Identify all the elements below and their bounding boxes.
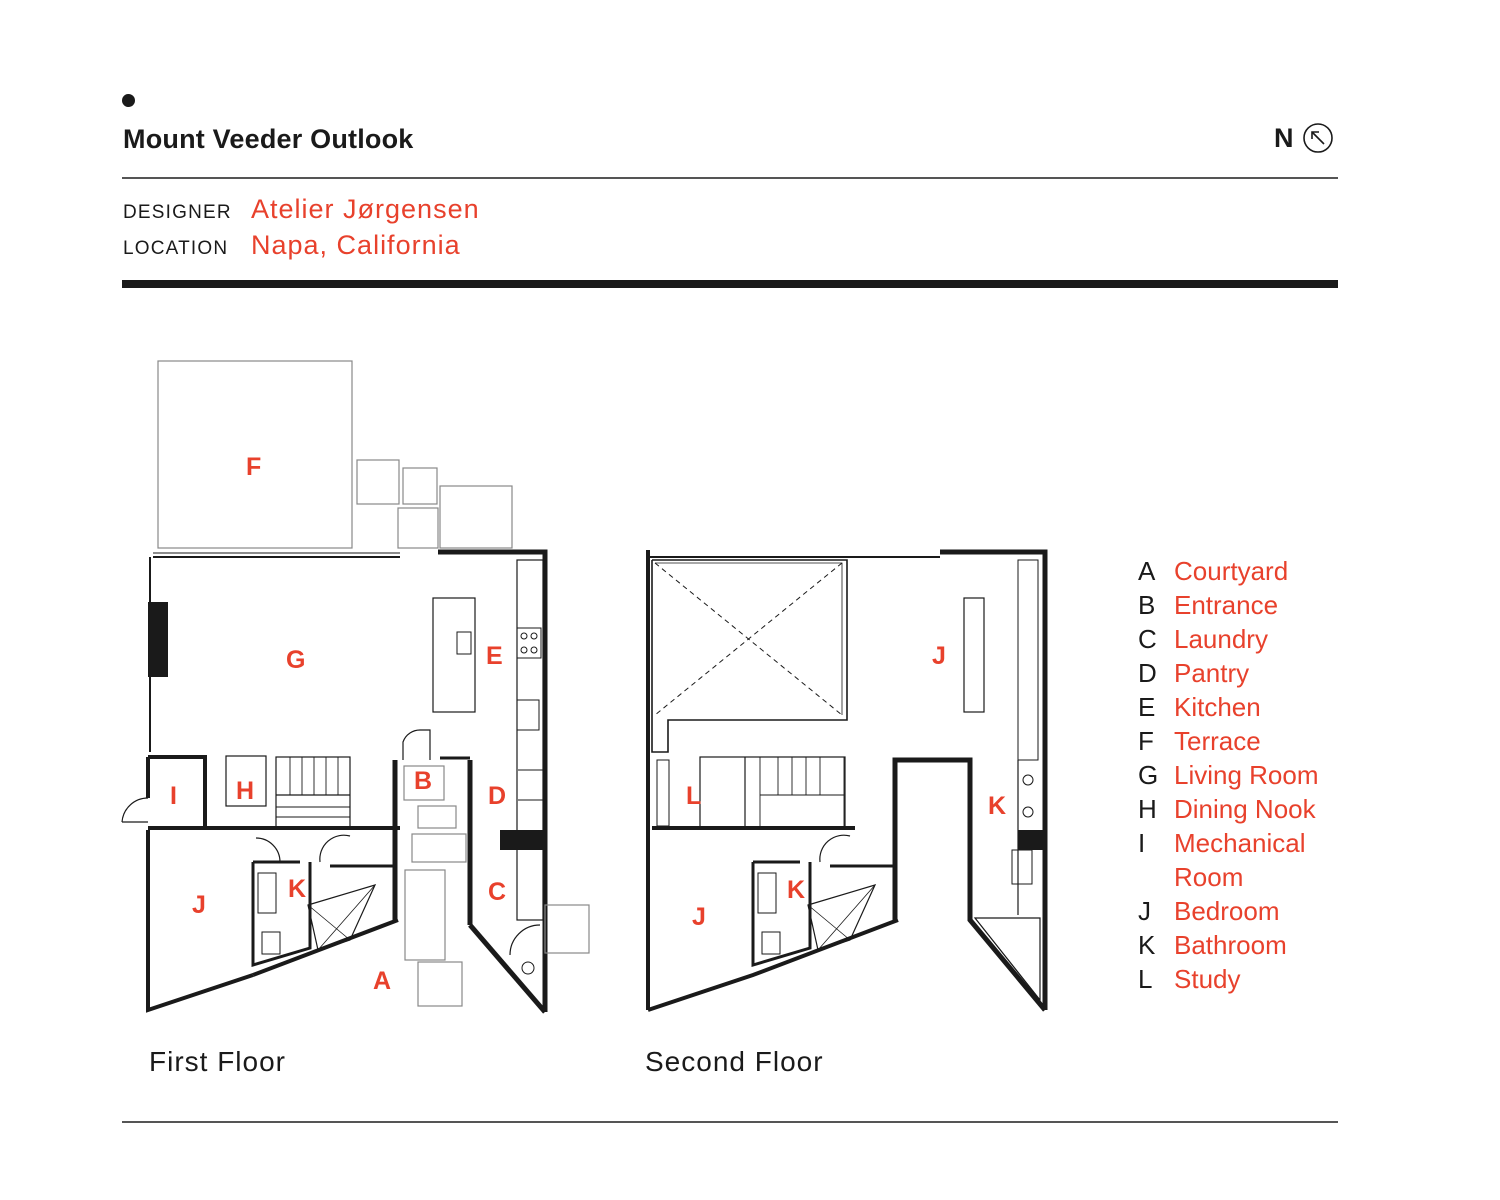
- location-row: LOCATION Napa, California: [123, 230, 461, 261]
- terrace-outline: [157, 360, 353, 549]
- legend-value: Laundry: [1174, 624, 1268, 654]
- legend-key: C: [1138, 624, 1157, 654]
- legend-value: Entrance: [1174, 590, 1279, 620]
- north-indicator: N: [1274, 122, 1334, 154]
- room-label-l: L: [686, 782, 701, 810]
- legend-key: F: [1138, 726, 1154, 756]
- legend-value: Kitchen: [1174, 692, 1261, 722]
- second-floor-plan: [646, 549, 1048, 1012]
- room-label-d: D: [488, 782, 506, 810]
- room-label-g: G: [286, 646, 305, 674]
- legend-item: D Pantry: [1138, 656, 1319, 690]
- first-floor-room-labels: F G E I H B D J K C A: [170, 453, 506, 995]
- designer-value: Atelier Jørgensen: [251, 194, 480, 224]
- room-label-k: K: [288, 875, 306, 903]
- room-label-i: I: [170, 782, 177, 810]
- header-divider: [122, 177, 1338, 179]
- legend-key: H: [1138, 794, 1157, 824]
- room-label-f: F: [246, 453, 261, 481]
- legend-key: A: [1138, 556, 1156, 586]
- legend-value: Bathroom: [1174, 930, 1287, 960]
- legend-value: Pantry: [1174, 658, 1250, 688]
- designer-label: DESIGNER: [123, 202, 232, 223]
- legend-item: K Bathroom: [1138, 928, 1319, 962]
- legend-key: L: [1138, 964, 1153, 994]
- legend-value: Courtyard: [1174, 556, 1289, 586]
- location-label: LOCATION: [123, 238, 229, 259]
- legend-item: C Laundry: [1138, 622, 1319, 656]
- north-label: N: [1274, 122, 1294, 153]
- legend-item: I Mechanical: [1138, 826, 1319, 860]
- legend-key: D: [1138, 658, 1157, 688]
- room-label-h: H: [236, 777, 254, 805]
- legend-key: I: [1138, 828, 1146, 858]
- first-floor-caption: First Floor: [149, 1046, 286, 1077]
- location-value: Napa, California: [251, 230, 461, 260]
- room-label-a: A: [373, 967, 391, 995]
- page-title: Mount Veeder Outlook: [123, 124, 414, 154]
- legend-key: B: [1138, 590, 1156, 620]
- legend-value: Room: [1174, 862, 1244, 892]
- legend-value: Terrace: [1174, 726, 1261, 756]
- legend-item: J Bedroom: [1138, 894, 1319, 928]
- legend-item: L Study: [1138, 962, 1319, 996]
- room-label-c: C: [488, 878, 506, 906]
- designer-row: DESIGNER Atelier Jørgensen: [123, 194, 480, 225]
- room-label-k-upper: K: [988, 792, 1006, 820]
- legend-item: B Entrance: [1138, 588, 1319, 622]
- legend-item: F Terrace: [1138, 724, 1319, 758]
- legend-item: H Dining Nook: [1138, 792, 1319, 826]
- header-thick-divider: [122, 280, 1338, 288]
- north-arrow-icon: [1302, 123, 1333, 153]
- legend-item: E Kitchen: [1138, 690, 1319, 724]
- room-label-j-lower: J: [692, 903, 706, 931]
- header-bullet: [122, 94, 135, 107]
- first-floor-plan: [121, 360, 590, 1014]
- legend-key: J: [1138, 896, 1151, 926]
- legend-value: Mechanical: [1174, 828, 1306, 858]
- legend-item: A Courtyard: [1138, 554, 1319, 588]
- room-label-j: J: [192, 891, 206, 919]
- room-label-k-lower: K: [787, 876, 805, 904]
- footer-divider: [122, 1121, 1338, 1123]
- legend-value: Living Room: [1174, 760, 1319, 790]
- legend-item: Room: [1138, 860, 1319, 894]
- room-label-b: B: [414, 767, 432, 795]
- second-floor-room-labels: J L K J K: [686, 642, 1006, 931]
- room-label-e: E: [486, 642, 503, 670]
- second-floor-caption: Second Floor: [645, 1046, 824, 1077]
- legend-key: E: [1138, 692, 1156, 722]
- legend-value: Study: [1174, 964, 1241, 994]
- legend-key: K: [1138, 930, 1156, 960]
- legend-key: G: [1138, 760, 1159, 790]
- room-label-j-upper: J: [932, 642, 946, 670]
- legend-key: [1138, 860, 1174, 894]
- legend-item: G Living Room: [1138, 758, 1319, 792]
- legend-value: Bedroom: [1174, 896, 1280, 926]
- legend-value: Dining Nook: [1174, 794, 1316, 824]
